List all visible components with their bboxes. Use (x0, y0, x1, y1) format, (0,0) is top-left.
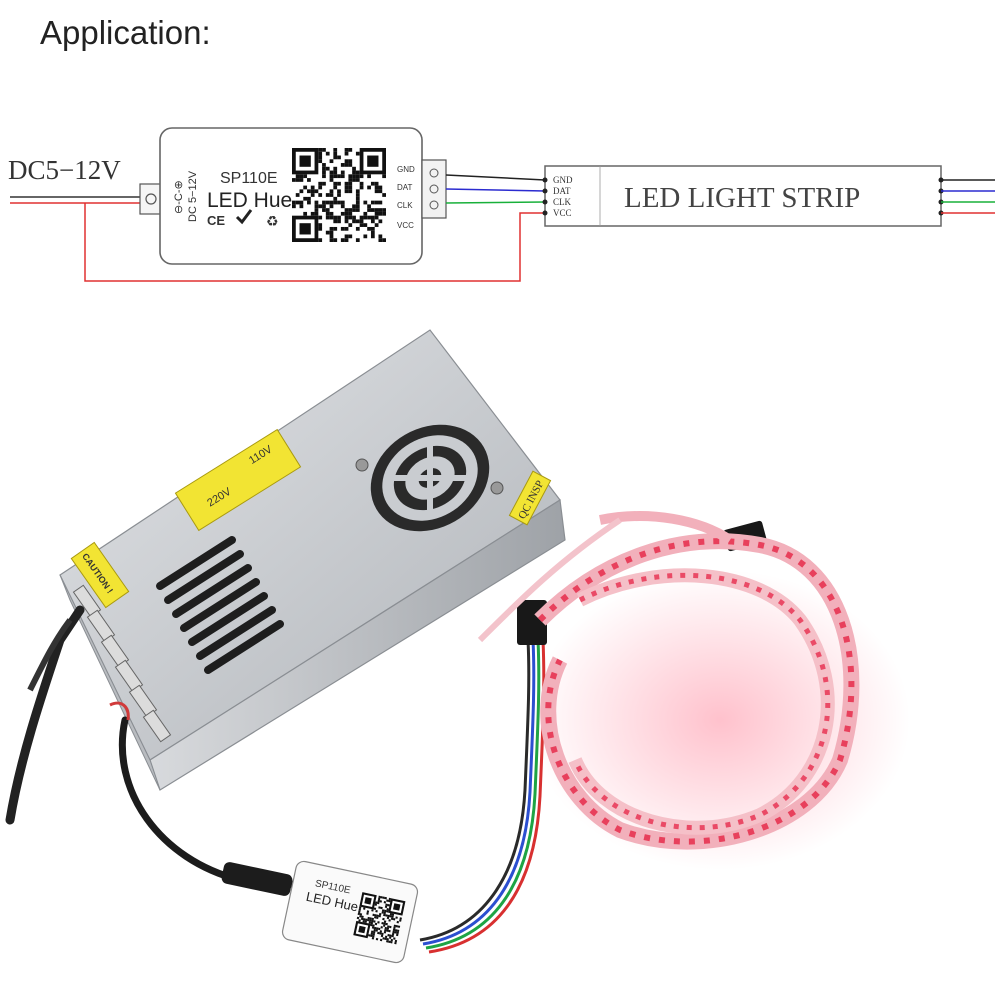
vent-slots (156, 536, 284, 674)
dat-wire (445, 188, 546, 192)
controller-box: DC 5−12V ⊖-C-⊕ SP110E LED Hue CE ♻ GND D… (159, 127, 423, 265)
controller-to-strip-wires (419, 639, 546, 954)
controller-model: SP110E (220, 170, 278, 187)
fan-grille-icon (355, 424, 504, 532)
led-strip-coil (477, 511, 910, 870)
terminal-block (72, 584, 172, 743)
strip-pin-vcc: VCC (553, 208, 572, 218)
barrel-plug (221, 862, 293, 896)
strip-pin-gnd: GND (553, 175, 573, 185)
power-input-label: DC5−12V (8, 155, 121, 185)
gnd-wire (445, 174, 546, 181)
vcc-loop-wire (84, 203, 545, 282)
mains-cable (5, 605, 85, 825)
voltage-switch-label: 110V 220V (174, 428, 302, 532)
controller-pin-clk: CLK (397, 201, 413, 210)
module-qr-icon (353, 892, 406, 945)
controller-module: SP110E LED Hue (281, 860, 419, 964)
mains-cable-2 (27, 618, 73, 692)
power-supply-unit: 110V 220V CAUTION ! QC INSP (59, 329, 566, 791)
wiring-diagram: DC5−12V DC 5−12V ⊖-C-⊕ SP110E LED Hue CE… (8, 127, 995, 282)
barrel-jack (139, 183, 163, 215)
ce-mark: CE (207, 213, 225, 228)
controller-pin-dat: DAT (397, 183, 413, 192)
controller-name: LED Hue (207, 189, 292, 212)
dc-cable-red (109, 701, 130, 721)
controller-pin-vcc: VCC (397, 221, 414, 230)
led-strip-box: GND DAT CLK VCC LED LIGHT STRIP (542, 165, 944, 227)
qr-code-icon (292, 148, 386, 242)
strip-label: LED LIGHT STRIP (624, 182, 860, 214)
strip-pin-clk: CLK (553, 197, 572, 207)
photo-illustration: 110V 220V CAUTION ! QC INSP (5, 329, 910, 964)
controller-side-text: DC 5−12V (187, 170, 199, 222)
page-heading: Application: (40, 14, 211, 51)
polarity-symbol: ⊖-C-⊕ (173, 180, 185, 214)
clk-wire (445, 201, 546, 204)
strip-pin-dat: DAT (553, 186, 571, 196)
recycle-icon: ♻ (266, 213, 279, 229)
output-connector (421, 159, 447, 219)
check-mark-icon (235, 209, 253, 225)
controller-pin-gnd: GND (397, 165, 415, 174)
